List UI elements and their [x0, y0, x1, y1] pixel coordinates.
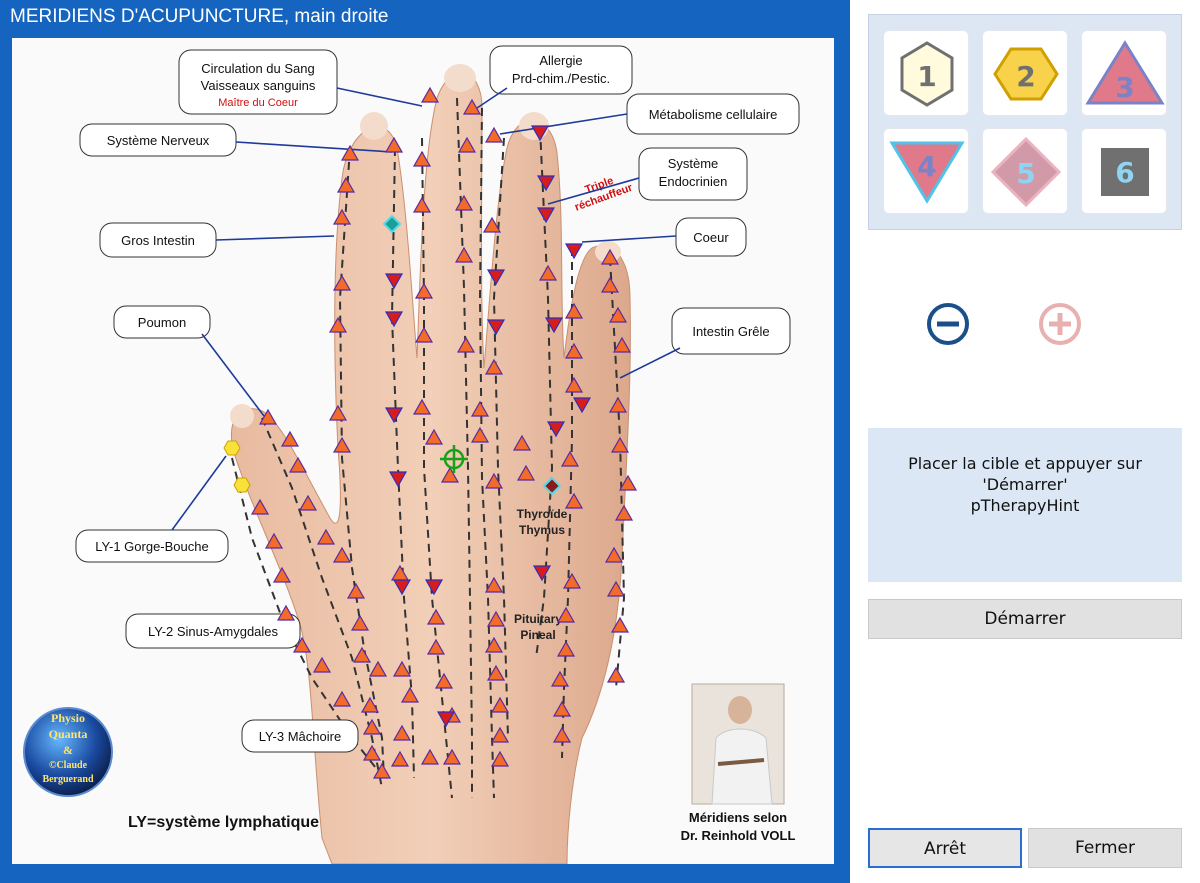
label-thyroide-line1: Thyroïde: [517, 507, 568, 521]
shape-button-2[interactable]: 2: [982, 30, 1068, 116]
credit-line1: Méridiens selon: [689, 810, 787, 825]
zoom-in-button[interactable]: [1037, 301, 1083, 347]
label-poumon: Poumon: [113, 305, 211, 339]
label-circulation-line3: Maître du Coeur: [218, 97, 298, 109]
label-intestin-grele: Intestin Grêle: [671, 307, 791, 355]
shape-3-label: 3: [1115, 71, 1134, 104]
label-ly1-text: LY-1 Gorge-Bouche: [95, 539, 208, 554]
label-coeur: Coeur: [675, 217, 747, 257]
label-allergie: Allergie Prd-chim./Pestic.: [489, 45, 633, 95]
svg-text:Physio: Physio: [51, 711, 85, 725]
therapy-hint-box: Placer la cible et appuyer sur 'Démarrer…: [868, 428, 1182, 582]
label-ly2-text: LY-2 Sinus-Amygdales: [148, 624, 279, 639]
label-ly1: LY-1 Gorge-Bouche: [75, 529, 229, 563]
shape-button-1[interactable]: 1: [883, 30, 969, 116]
zoom-out-button[interactable]: [925, 301, 971, 347]
label-pituitary-line2: Pineal: [520, 628, 555, 642]
close-button[interactable]: Fermer: [1028, 828, 1182, 868]
shape-palette: 1 2 3 4 5 6: [868, 14, 1182, 230]
credit-line2: Dr. Reinhold VOLL: [681, 828, 796, 843]
hint-line3: pTherapyHint: [970, 496, 1080, 515]
target-crosshair-icon[interactable]: [440, 445, 468, 473]
shape-4-label: 4: [917, 150, 936, 183]
svg-text:©Claude: ©Claude: [49, 760, 88, 771]
label-allergie-line2: Prd-chim./Pestic.: [512, 71, 610, 86]
label-circulation-line2: Vaisseaux sanguins: [201, 78, 316, 93]
label-poumon-text: Poumon: [138, 315, 186, 330]
label-ly3: LY-3 Mâchoire: [241, 719, 359, 753]
label-coeur-text: Coeur: [693, 230, 729, 245]
label-circulation-line1: Circulation du Sang: [201, 61, 314, 76]
label-intestin-grele-text: Intestin Grêle: [692, 324, 769, 339]
svg-text:&: &: [63, 743, 73, 757]
label-gros-intestin: Gros Intestin: [99, 222, 217, 258]
left-window-frame: MERIDIENS D'ACUPUNCTURE, main droite: [0, 0, 850, 883]
label-arrows: [171, 87, 681, 531]
meridian-points-down: [384, 125, 592, 728]
label-triple: Triple réchauffeur: [573, 175, 635, 214]
shape-6-label: 6: [1115, 156, 1134, 189]
label-metabolisme-text: Métabolisme cellulaire: [649, 107, 778, 122]
label-endocrinien-line1: Système: [668, 156, 719, 171]
shape-1-label: 1: [917, 60, 936, 93]
shape-button-3[interactable]: 3: [1081, 30, 1167, 116]
label-endocrinien-line2: Endocrinien: [659, 174, 728, 189]
plus-circle-icon: [1039, 303, 1081, 345]
svg-text:Quanta: Quanta: [49, 727, 88, 741]
label-endocrinien: Système Endocrinien: [638, 147, 748, 201]
svg-text:Berguerand: Berguerand: [42, 774, 94, 785]
hint-line2: 'Démarrer': [982, 475, 1068, 494]
label-thyroide-line2: Thymus: [519, 523, 565, 537]
shape-button-4[interactable]: 4: [883, 128, 969, 214]
label-nerveux-text: Système Nerveux: [107, 133, 210, 148]
start-button[interactable]: Démarrer: [868, 599, 1182, 639]
label-gros-intestin-text: Gros Intestin: [121, 233, 195, 248]
label-nerveux: Système Nerveux: [79, 123, 237, 157]
label-circulation: Circulation du Sang Vaisseaux sanguins M…: [178, 49, 338, 115]
meridian-points-diamond: [382, 214, 562, 496]
meridian-points-up: [250, 86, 638, 779]
shape-5-label: 5: [1016, 157, 1035, 190]
stop-button[interactable]: Arrêt: [868, 828, 1022, 868]
minus-circle-icon: [927, 303, 969, 345]
shape-button-6[interactable]: 6: [1081, 128, 1167, 214]
label-allergie-line1: Allergie: [539, 53, 582, 68]
physio-quanta-logo: Physio Quanta & ©Claude Berguerand: [23, 707, 113, 797]
label-ly3-text: LY-3 Mâchoire: [259, 729, 341, 744]
lymph-note: LY=système lymphatique: [128, 814, 319, 831]
label-metabolisme: Métabolisme cellulaire: [626, 93, 800, 135]
shape-2-label: 2: [1016, 60, 1035, 93]
hint-line1: Placer la cible et appuyer sur: [908, 454, 1142, 473]
hand-chart-area[interactable]: Circulation du Sang Vaisseaux sanguins M…: [12, 38, 834, 864]
shape-button-5[interactable]: 5: [982, 128, 1068, 214]
hand-meridian-chart[interactable]: Circulation du Sang Vaisseaux sanguins M…: [12, 38, 834, 864]
meridian-points-hexagon: [223, 440, 251, 493]
label-ly2: LY-2 Sinus-Amygdales: [125, 613, 301, 649]
dr-voll-photo: [691, 683, 785, 805]
label-pituitary-line1: Pituitary: [514, 612, 562, 626]
window-title: MERIDIENS D'ACUPUNCTURE, main droite: [10, 6, 389, 27]
